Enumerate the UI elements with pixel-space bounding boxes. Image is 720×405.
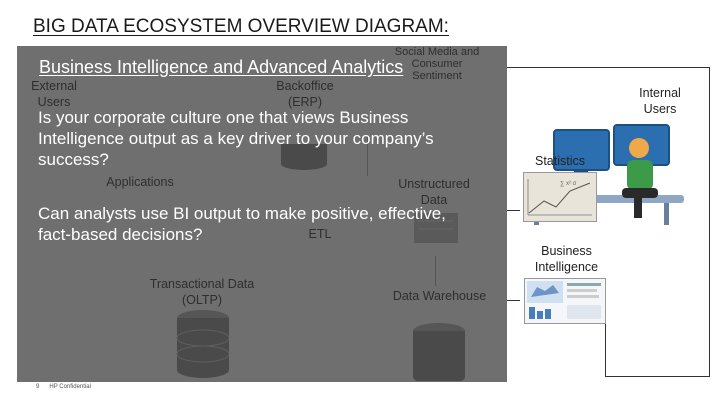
- database-icon: [176, 310, 230, 378]
- business-intelligence-label: Business Intelligence: [534, 244, 599, 274]
- slide-footer: 9 HP Confidential: [36, 384, 91, 390]
- slide-title: BIG DATA ECOSYSTEM OVERVIEW DIAGRAM:: [33, 16, 449, 37]
- connector-line: [367, 136, 368, 176]
- question-culture: Is your corporate culture one that views…: [38, 108, 434, 169]
- connector-line: [605, 376, 710, 377]
- database-icon: [413, 323, 465, 381]
- etl-label: ETL: [308, 227, 332, 241]
- page-number: 9: [36, 384, 40, 390]
- connector-line: [709, 67, 710, 377]
- bi-heading: Business Intelligence and Advanced Analy…: [39, 57, 404, 77]
- internal-users-label: Internal Users: [639, 86, 681, 116]
- social-sentiment-label: Social Media and Consumer Sentiment: [394, 46, 480, 82]
- connector-line: [437, 67, 710, 68]
- unstructured-data-label: Unstructured Data: [398, 177, 470, 207]
- question-overlay: External Users Backoffice (ERP) Social M…: [17, 46, 507, 382]
- data-warehouse-label: Data Warehouse: [392, 289, 487, 303]
- applications-label: Applications: [106, 175, 174, 189]
- connector-line: [435, 256, 436, 286]
- transactional-data-label: Transactional Data (OLTP): [149, 277, 255, 307]
- statistics-label: Statistics: [534, 154, 585, 168]
- database-icon: [281, 144, 327, 170]
- external-users-label: External Users: [31, 79, 77, 109]
- unstructured-data-icon: [414, 213, 458, 243]
- svg-text:∑ x² σ: ∑ x² σ: [560, 181, 577, 187]
- backoffice-label: Backoffice (ERP): [276, 79, 334, 109]
- connector-line: [605, 322, 606, 377]
- statistics-thumbnail: ∑ x² σ: [523, 172, 597, 222]
- question-analysts: Can analysts use BI output to make posit…: [38, 204, 446, 244]
- confidential-label: HP Confidential: [49, 384, 91, 390]
- business-intelligence-thumbnail: [524, 278, 606, 324]
